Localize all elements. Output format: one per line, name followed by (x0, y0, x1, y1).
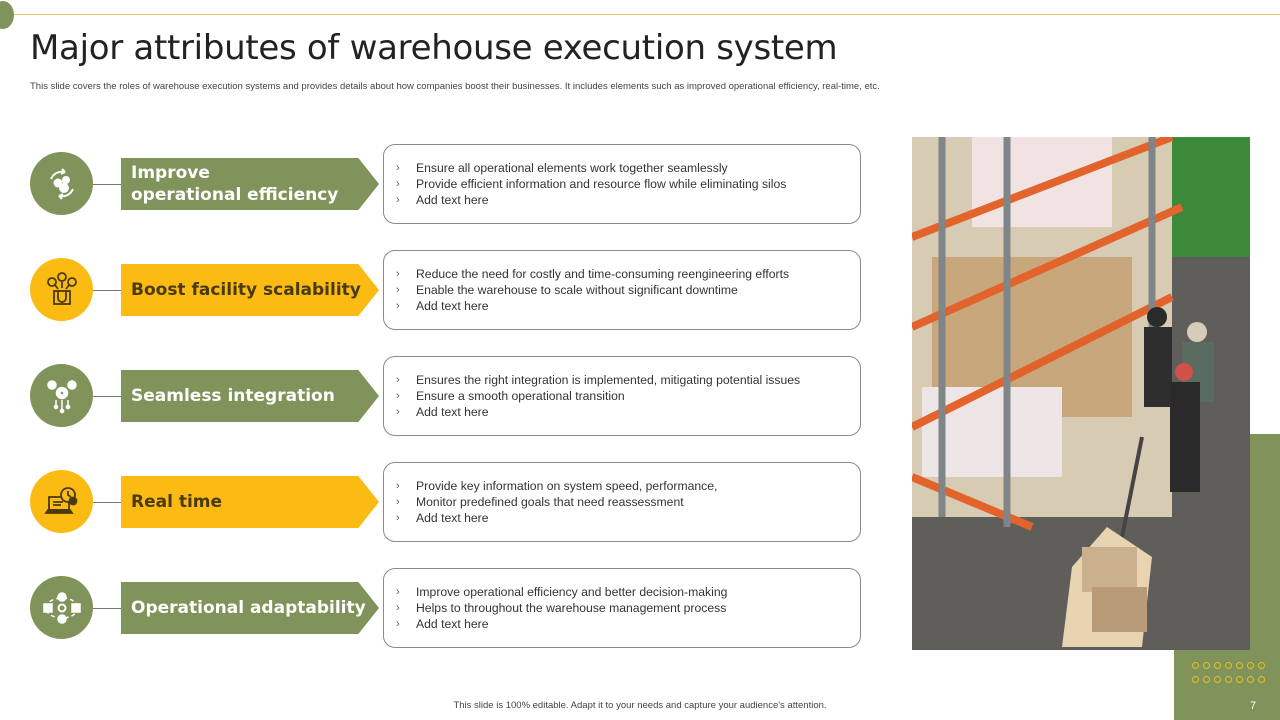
detail-point: ›Add text here (396, 405, 489, 419)
attribute-row-4: Real time ›Provide key information on sy… (30, 462, 870, 544)
adaptive-cycle-icon (42, 591, 81, 624)
detail-point: ›Provide efficient information and resou… (396, 177, 787, 191)
warehouse-illustration (912, 137, 1250, 650)
slide-subtitle: This slide covers the roles of warehouse… (30, 81, 880, 92)
connector-line (93, 608, 121, 609)
attribute-icon-circle (30, 470, 93, 533)
page-number: 7 (1250, 700, 1257, 712)
chevron-right-icon: › (396, 512, 400, 524)
chevron-right-icon: › (396, 406, 400, 418)
detail-point: ›Enable the warehouse to scale without s… (396, 283, 738, 297)
attribute-label-arrow: Improve operational efficiency (121, 158, 379, 210)
attribute-row-5: Operational adaptability ›Improve operat… (30, 568, 870, 650)
connector-line (93, 396, 121, 397)
detail-point: ›Ensures the right integration is implem… (396, 373, 801, 387)
attribute-label-line1: Operational adaptability (131, 598, 366, 618)
attribute-label-arrow: Real time (121, 476, 379, 528)
detail-point: ›Provide key information on system speed… (396, 479, 718, 493)
detail-point: ›Add text here (396, 511, 489, 525)
chevron-right-icon: › (396, 602, 400, 614)
chevron-right-icon: › (396, 390, 400, 402)
magnet-attract-icon (46, 271, 77, 305)
dot-pattern-decoration (1192, 662, 1272, 683)
attribute-label-arrow: Boost facility scalability (121, 264, 379, 316)
chevron-right-icon: › (396, 618, 400, 630)
chevron-right-icon: › (396, 178, 400, 190)
chevron-right-icon: › (396, 480, 400, 492)
connector-line (93, 290, 121, 291)
attribute-icon-circle (30, 152, 93, 215)
chevron-right-icon: › (396, 300, 400, 312)
detail-point: ›Ensure all operational elements work to… (396, 161, 728, 175)
header-rule (14, 14, 1280, 15)
detail-point: ›Ensure a smooth operational transition (396, 389, 625, 403)
attribute-icon-circle (30, 364, 93, 427)
attribute-row-3: Seamless integration ›Ensures the right … (30, 356, 870, 438)
attribute-row-2: Boost facility scalability ›Reduce the n… (30, 250, 870, 332)
chevron-right-icon: › (396, 586, 400, 598)
chevron-right-icon: › (396, 194, 400, 206)
attribute-icon-circle (30, 576, 93, 639)
attribute-label-line1: Seamless integration (131, 386, 335, 406)
attribute-detail-box: ›Ensure all operational elements work to… (383, 144, 861, 224)
chevron-right-icon: › (396, 374, 400, 386)
detail-point: ›Improve operational efficiency and bett… (396, 585, 728, 599)
detail-point: ›Add text here (396, 617, 489, 631)
warehouse-photo (912, 137, 1250, 650)
chevron-right-icon: › (396, 268, 400, 280)
attribute-icon-circle (30, 258, 93, 321)
chevron-right-icon: › (396, 496, 400, 508)
connector-line (93, 502, 121, 503)
attribute-label-line1: Real time (131, 492, 223, 512)
attribute-detail-box: ›Improve operational efficiency and bett… (383, 568, 861, 648)
attribute-detail-box: ›Reduce the need for costly and time-con… (383, 250, 861, 330)
chevron-right-icon: › (396, 162, 400, 174)
attribute-label-line2: operational efficiency (131, 185, 339, 205)
detail-point: ›Monitor predefined goals that need reas… (396, 495, 684, 509)
slide-footer: This slide is 100% editable. Adapt it to… (453, 700, 827, 711)
attribute-detail-box: ›Ensures the right integration is implem… (383, 356, 861, 436)
chevron-right-icon: › (396, 284, 400, 296)
attribute-row-1: Improve operational efficiency ›Ensure a… (30, 144, 870, 226)
slide-title: Major attributes of warehouse execution … (30, 28, 838, 68)
attribute-label-line1: Improve (131, 163, 210, 183)
connector-line (93, 184, 121, 185)
gears-cycle-icon (49, 167, 74, 200)
attribute-detail-box: ›Provide key information on system speed… (383, 462, 861, 542)
attribute-label-line1: Boost facility scalability (131, 280, 361, 300)
detail-point: ›Add text here (396, 193, 489, 207)
attribute-label-arrow: Operational adaptability (121, 582, 379, 634)
laptop-clock-icon (43, 486, 77, 514)
corner-decoration (0, 1, 14, 29)
gears-network-icon (46, 379, 77, 413)
detail-point: ›Reduce the need for costly and time-con… (396, 267, 790, 281)
detail-point: ›Helps to throughout the warehouse manag… (396, 601, 727, 615)
attribute-label-arrow: Seamless integration (121, 370, 379, 422)
detail-point: ›Add text here (396, 299, 489, 313)
